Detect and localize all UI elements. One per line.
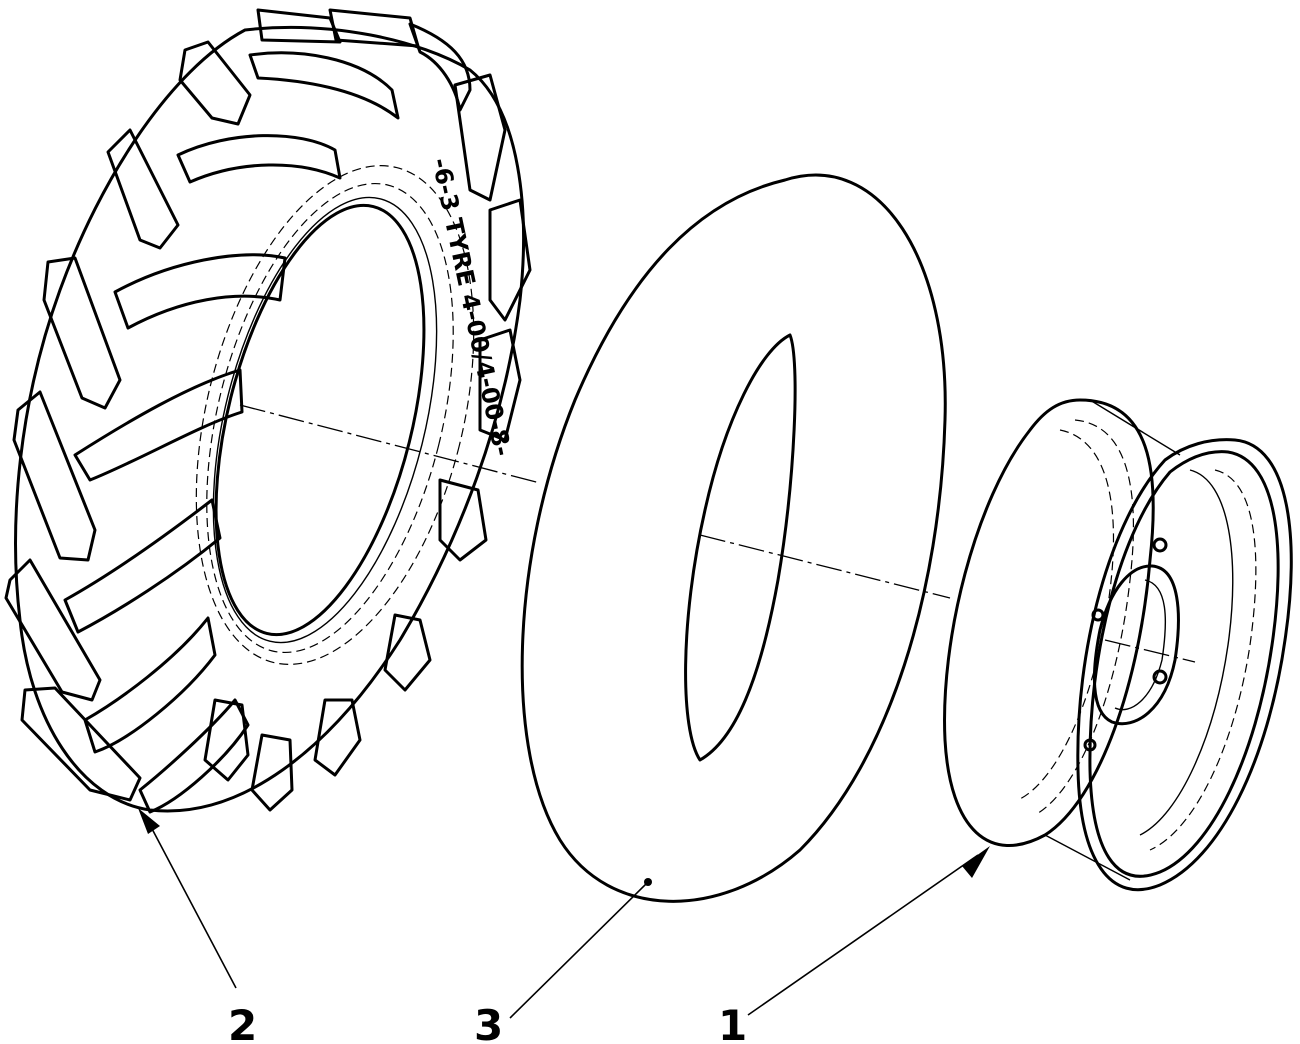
rim-bolt-hole (1091, 608, 1105, 622)
tyre-outer-body (14, 25, 525, 813)
rim-bolt-hole (1152, 537, 1168, 553)
inner-tube (520, 173, 947, 903)
callout-1: 1 (718, 1001, 747, 1044)
callout-3: 3 (474, 1001, 503, 1044)
rim-outer-flange (1076, 438, 1293, 892)
rim-bolt-hole (1152, 669, 1168, 685)
inner-tube-outer-edge (520, 173, 947, 903)
inner-tube-inner-edge (684, 333, 797, 762)
assembly-axis-line (239, 404, 1196, 663)
tyre-tread-lugs (4, 8, 532, 814)
leader-part-3 (509, 878, 652, 1019)
leader-part-1 (747, 846, 990, 1016)
rim-centre-bore (1093, 564, 1180, 726)
tyre-sidewall-ring (195, 165, 475, 665)
rim-inner-flange (943, 398, 1155, 847)
leader-part-2 (138, 808, 237, 989)
rim-bolt-hole (1083, 738, 1097, 752)
tyre: -6-3 TYRE 4-00/4-00-8- (4, 8, 532, 814)
rim (943, 398, 1293, 892)
tyre-bead-opening (214, 203, 426, 637)
tyre-sidewall-text: -6-3 TYRE 4-00/4-00-8- (426, 155, 517, 458)
callout-2: 2 (228, 1001, 257, 1044)
